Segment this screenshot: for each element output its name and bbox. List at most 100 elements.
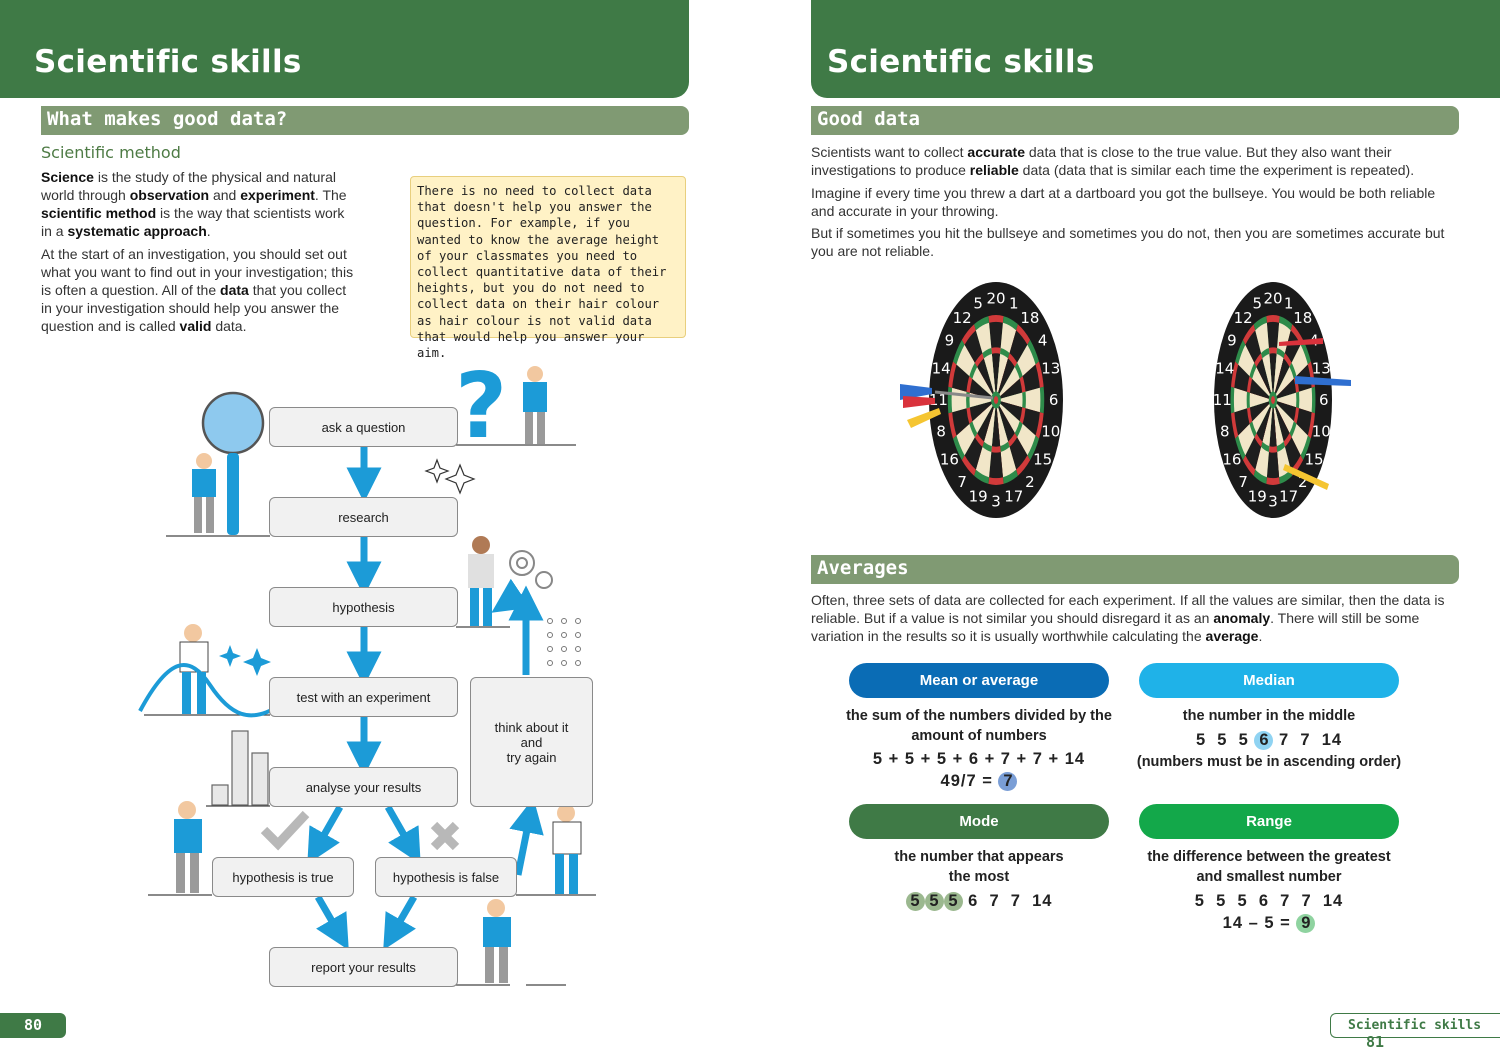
flow-step-ask-question: ask a question <box>269 407 458 447</box>
mode-desc-line: the number that appears <box>894 849 1064 865</box>
dartboard-number: 13 <box>1312 360 1331 378</box>
sometimes-accurate-paragraph: But if sometimes you hit the bullseye an… <box>811 225 1445 259</box>
text-run: data that is close to the true value. Bu… <box>811 144 1392 178</box>
range-label: Range <box>1246 813 1292 830</box>
valid-data-callout: There is no need to collect data that do… <box>410 176 686 360</box>
right-page-title: Scientific skills <box>827 44 1095 80</box>
dartboard-number: 4 <box>1038 331 1048 349</box>
section-bar-good-data-question: What makes good data? <box>41 106 689 135</box>
dartboard-number: 10 <box>1312 422 1331 440</box>
bold-term: observation <box>129 187 210 203</box>
dartboard-number: 13 <box>1041 360 1060 378</box>
text-run: . <box>206 223 211 239</box>
bold-term: anomaly <box>1213 610 1271 626</box>
flow-step-report-results: report your results <box>269 947 458 987</box>
magnifying-glass-icon <box>201 391 265 535</box>
flow-step-label: report your results <box>311 959 416 975</box>
range-result-highlight: 9 <box>1296 914 1316 933</box>
section-bar-good-data: Good data <box>811 106 1459 135</box>
mode-label-pill: Mode <box>849 804 1109 839</box>
bold-term: data <box>220 282 249 298</box>
text-run: Often, three sets of data are collected … <box>811 592 1445 626</box>
dartboard-number: 5 <box>1253 294 1263 312</box>
gd-p1-rich-text: Scientists want to collect accurate data… <box>811 144 1414 178</box>
person-icon <box>483 899 511 983</box>
mode-highlight: 5 <box>905 892 925 911</box>
accuracy-reliability-paragraph: Scientists want to collect accurate data… <box>811 143 1456 179</box>
dartboard-number: 11 <box>1213 391 1232 409</box>
text-run: . The <box>314 187 347 203</box>
person-icon <box>192 453 216 533</box>
scientific-method-flowchart-art: ? <box>138 355 596 986</box>
text-run: . <box>1258 628 1263 644</box>
bold-term: valid <box>179 318 212 334</box>
median-description: the number in the middle 5 5 5 6 7 7 14 … <box>1119 706 1419 772</box>
dartboard-number: 8 <box>936 422 946 440</box>
section-title-averages: Averages <box>817 557 909 579</box>
text-run: is the way that scientists work in a <box>41 205 345 239</box>
range-description: the difference between the greatest and … <box>1119 847 1419 933</box>
bar-chart-icon <box>211 730 269 806</box>
text-run: data. <box>211 318 247 334</box>
check-icon <box>260 810 310 851</box>
left-page-title: Scientific skills <box>34 44 302 80</box>
dartboard-number: 9 <box>945 331 955 349</box>
dartboard-number: 6 <box>1319 391 1329 409</box>
median-label: Median <box>1243 672 1295 689</box>
dartboard-number: 7 <box>1238 473 1248 491</box>
dartboard-number: 3 <box>991 492 1001 510</box>
dartboard-number: 10 <box>1041 422 1060 440</box>
median-nums-after: 7 7 14 <box>1279 731 1343 749</box>
dartboard-number: 12 <box>1234 309 1253 327</box>
left-page-header: Scientific skills <box>0 0 689 98</box>
mean-label-pill: Mean or average <box>849 663 1109 698</box>
median-middle-highlight: 6 <box>1254 731 1274 750</box>
bold-term: average <box>1205 628 1259 644</box>
dartboard-number: 19 <box>969 488 988 506</box>
dartboard-number: 14 <box>932 360 951 378</box>
flow-step-label: hypothesis is false <box>392 869 500 885</box>
bold-term: experiment <box>240 187 315 203</box>
flow-step-research: research <box>269 497 458 537</box>
text-run: that you collect in your investigation s… <box>41 282 347 334</box>
section-bar-averages: Averages <box>811 555 1459 584</box>
flow-step-test-experiment: test with an experiment <box>269 677 458 717</box>
mode-label: Mode <box>959 813 999 830</box>
dartboard-number: 20 <box>986 290 1005 308</box>
dartboard-number: 5 <box>973 294 983 312</box>
dartboard-number: 18 <box>1293 309 1312 327</box>
bold-term: accurate <box>967 144 1025 160</box>
bullseye-icon <box>1271 396 1275 404</box>
mean-label: Mean or average <box>919 672 1039 689</box>
dartboard-number: 8 <box>1220 422 1230 440</box>
dartboard-number: 16 <box>940 451 959 469</box>
right-page-number: 81 <box>1366 1033 1385 1051</box>
range-desc-line: the difference between the greatest <box>1147 849 1391 865</box>
bold-term: scientific method <box>41 205 157 221</box>
mean-result-highlight: 7 <box>998 772 1018 791</box>
para2-rich-text: At the start of an investigation, you sh… <box>41 246 353 334</box>
median-desc-line: the number in the middle <box>1182 708 1356 724</box>
dartboard-number: 1 <box>1009 294 1019 312</box>
dart-icon <box>900 384 994 428</box>
text-run: At the start of an investigation, you sh… <box>41 246 354 298</box>
dartboard-number: 20 <box>1263 290 1282 308</box>
right-footer: Scientific skills 81 <box>1330 1013 1500 1051</box>
mode-rest-numbers: 6 7 7 14 <box>968 892 1053 910</box>
mean-result-prefix: 49/7 = <box>940 772 999 790</box>
dartboard-number: 1 <box>1284 294 1294 312</box>
mode-desc-line: the most <box>948 869 1010 885</box>
dartboard-number: 6 <box>1049 391 1059 409</box>
dartboard-number: 9 <box>1227 331 1237 349</box>
avg-p-rich-text: Often, three sets of data are collected … <box>811 592 1444 644</box>
scientific-method-paragraph: Science is the study of the physical and… <box>41 168 359 240</box>
dartboard-number: 15 <box>1033 451 1052 469</box>
dartboard-number: 17 <box>1004 488 1023 506</box>
bullseye-icon <box>993 396 999 404</box>
text-run: Scientists want to collect <box>811 144 968 160</box>
page-number-text: 80 <box>24 1016 43 1034</box>
investigation-paragraph: At the start of an investigation, you sh… <box>41 245 359 335</box>
averages-paragraph: Often, three sets of data are collected … <box>811 591 1456 645</box>
